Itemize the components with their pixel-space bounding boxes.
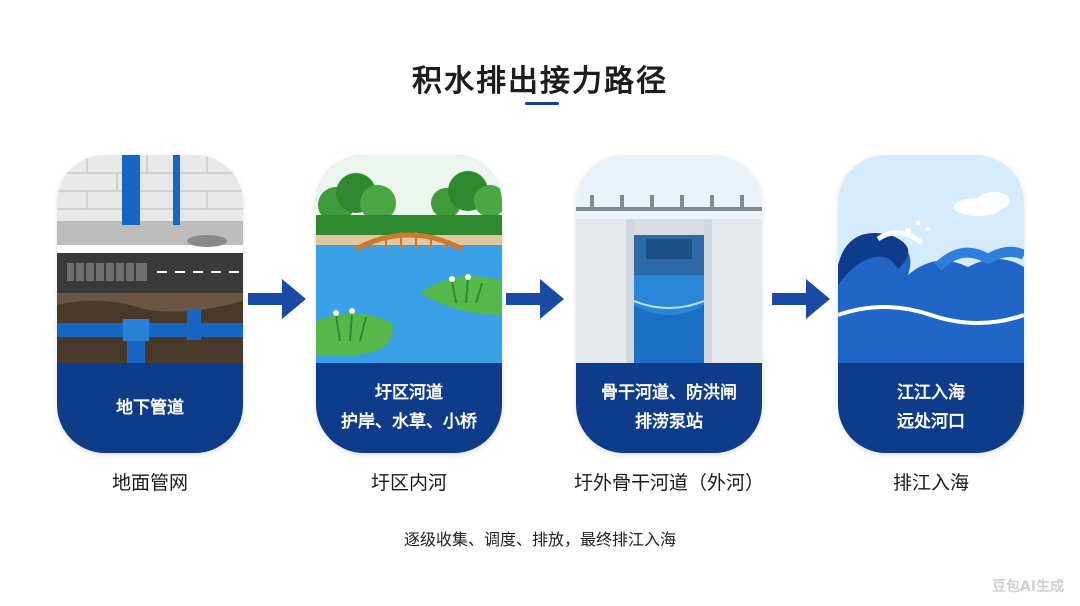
- stage-band-line: 骨干河道、防洪闸: [601, 383, 737, 403]
- stage-card-1: 地下管道: [57, 155, 243, 453]
- stage-band-line: 远处河口: [897, 412, 965, 432]
- sea-wave-icon: [838, 155, 1024, 375]
- stage-card-3: 骨干河道、防洪闸 排涝泵站: [576, 155, 762, 453]
- stage-band-2: 圩区河道 护岸、水草、小桥: [316, 363, 502, 453]
- arrow-right-icon: [248, 279, 306, 319]
- river-bridge-icon: [316, 155, 502, 375]
- stage-band-line: 排涝泵站: [635, 412, 703, 432]
- stage-band-line: 地下管道: [116, 397, 184, 418]
- stage-card-4: 江江入海 远处河口: [838, 155, 1024, 453]
- stage-card-2: 圩区河道 护岸、水草、小桥: [316, 155, 502, 453]
- arrow-right-icon: [772, 279, 830, 319]
- stage-caption-3: 圩外骨干河道（外河）: [573, 472, 764, 494]
- stage-caption-1: 地面管网: [111, 472, 188, 494]
- floodgate-icon: [576, 155, 762, 375]
- arrow-right-icon: [506, 279, 564, 319]
- stage-caption-4: 排江入海: [892, 472, 969, 494]
- stage-band-4: 江江入海 远处河口: [838, 363, 1024, 453]
- underground-pipe-icon: [57, 155, 243, 375]
- stage-band-1: 地下管道: [57, 363, 243, 453]
- page-title: 积水排出接力路径: [412, 64, 668, 99]
- footer-note: 逐级收集、调度、排放，最终排江入海: [403, 530, 676, 549]
- stage-band-line: 江江入海: [897, 383, 965, 403]
- stage-caption-2: 圩区内河: [370, 472, 447, 494]
- stage-band-line: 护岸、水草、小桥: [341, 412, 477, 432]
- stage-band-line: 圩区河道: [375, 383, 443, 403]
- watermark: 豆包AI生成: [991, 579, 1064, 595]
- title-underline: [525, 102, 559, 105]
- stage-band-3: 骨干河道、防洪闸 排涝泵站: [576, 363, 762, 453]
